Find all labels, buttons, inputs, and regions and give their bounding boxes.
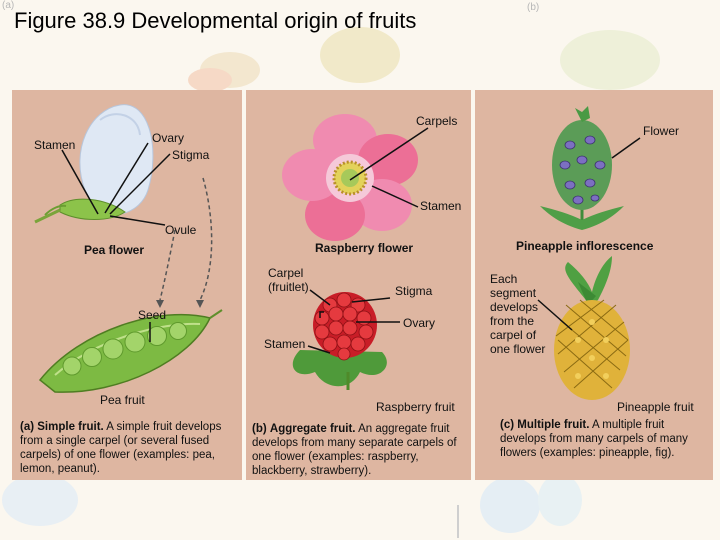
caption-head-c: Multiple fruit. [517,419,590,431]
pea-flower-illustration [34,104,154,224]
raspberry-flower-illustration [282,114,418,241]
caption-body-b: An aggregate fruit develops from many se… [252,423,457,477]
label-pineapple-segment-note: Each segment develops from the carpel of… [490,272,546,356]
label-pea-fruit: Pea fruit [100,393,145,407]
label-pineapple-fruit: Pineapple fruit [617,400,694,414]
background-plate-label-b: (b) [527,2,540,13]
label-raspberry-carpels: Carpels [416,114,458,128]
caption-simple-fruit: (a) Simple fruit. A simple fruit develop… [20,420,238,476]
label-raspberry-stamen-bottom: Stamen [264,337,306,351]
label-raspberry-carpel-fruitlet: Carpel (fruitlet) [268,266,309,294]
figure-title: Figure 38.9 Developmental origin of frui… [14,8,417,33]
background-plate-label-a: (a) [2,0,15,11]
caption-body-a: A simple fruit develops from a single ca… [20,421,222,475]
label-pea-ovary: Ovary [152,131,185,145]
label-raspberry-fruit: Raspberry fruit [376,400,455,414]
label-raspberry-ovary: Ovary [403,316,436,330]
caption-head-b: Aggregate fruit. [269,423,356,435]
caption-tag-b: (b) [252,423,267,435]
label-pea-stigma: Stigma [172,148,210,162]
label-raspberry-stamen-top: Stamen [420,199,462,213]
caption-head-a: Simple fruit. [37,421,104,433]
label-pineapple-flower: Flower [643,124,680,138]
label-pea-flower: Pea flower [84,243,145,257]
pineapple-fruit-illustration [554,256,630,400]
label-raspberry-flower: Raspberry flower [315,241,414,255]
caption-tag-a: (a) [20,421,35,433]
caption-body-c: A multiple fruit develops from many carp… [500,419,688,459]
label-pea-seed: Seed [138,308,167,322]
label-pineapple-inflorescence: Pineapple inflorescence [516,239,654,253]
pea-pod-illustration [38,309,223,393]
label-raspberry-stigma: Stigma [395,284,433,298]
caption-multiple-fruit: (c) Multiple fruit. A multiple fruit dev… [500,418,705,460]
caption-tag-c: (c) [500,419,515,431]
caption-aggregate-fruit: (b) Aggregate fruit. An aggregate fruit … [252,422,466,478]
pineapple-inflorescence-illustration [540,106,624,230]
label-pea-stamen: Stamen [34,138,76,152]
label-pea-ovule: Ovule [165,223,197,237]
raspberry-fruit-illustration [292,292,387,390]
